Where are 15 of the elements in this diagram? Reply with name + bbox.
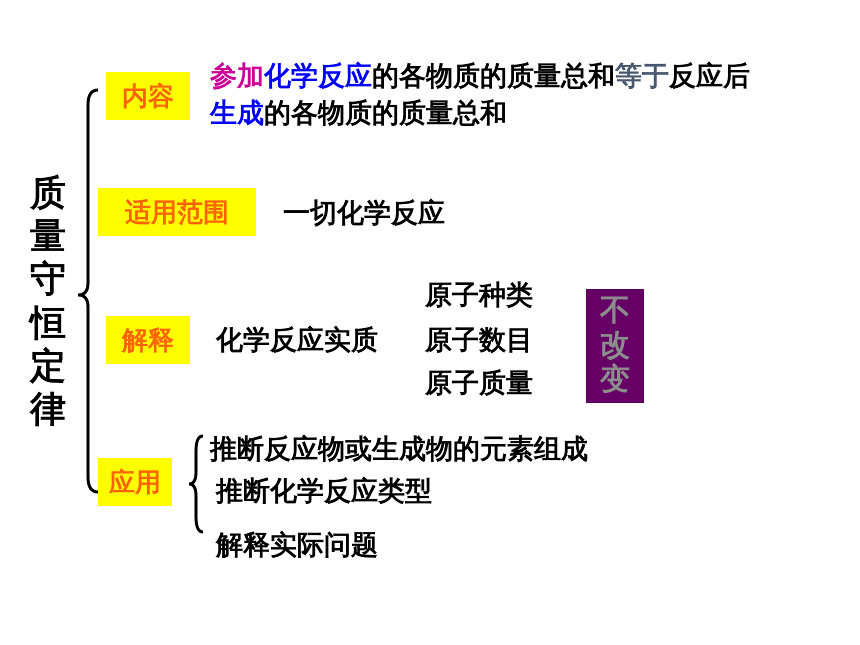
title-text: 质量守恒定律: [30, 172, 66, 432]
description-text: 参加化学反应的各物质的质量总和等于反应后生成的各物质的质量总和: [210, 60, 751, 131]
item-text: 推断化学反应类型: [216, 475, 432, 509]
item-text: 一切化学反应: [283, 197, 445, 231]
item-text: 原子数目: [425, 324, 533, 358]
item-text: 原子种类: [425, 279, 533, 313]
item-text: 化学反应实质: [216, 324, 378, 358]
item-text: 原子质量: [425, 367, 533, 401]
item-text: 推断反应物或生成物的元素组成: [210, 433, 588, 467]
category-tag: 解释: [106, 316, 190, 364]
item-text: 解释实际问题: [216, 529, 378, 563]
category-tag: 应用: [98, 458, 172, 506]
category-tag: 适用范围: [98, 188, 256, 236]
category-tag: 内容: [106, 72, 190, 120]
note-box: 不改变: [586, 289, 644, 403]
